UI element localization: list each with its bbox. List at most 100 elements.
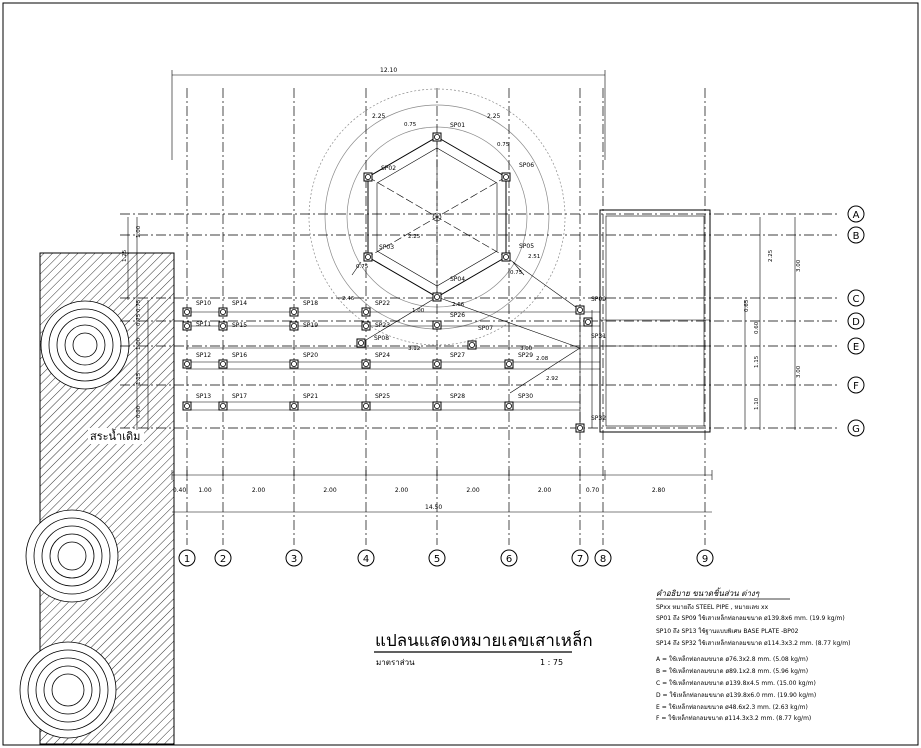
post-label: SP22 [375,300,390,307]
deck-beams [186,256,600,428]
post-label: SP07 [478,325,493,332]
post-label: SP05 [519,243,534,250]
title-block: แปลนแสดงหมายเลขเสาเหล็ก มาตราส่วน 1 : 75 [374,629,593,667]
legend-line: SPxx หมายถึง STEEL PIPE , หมายเลข xx [656,604,769,611]
post-label: SP23 [375,322,390,329]
dim-right: 0.65 [744,299,750,312]
post-label: SP12 [196,352,211,359]
grid-bubble [696,549,714,567]
grid-bubble [500,549,518,567]
grid-row-label: A [853,210,860,221]
dim-hex-diag: 3.12 [408,346,420,352]
post-sp13: SP13 [182,393,211,411]
existing-pool-wall: สระน้ำเดิม [19,252,175,745]
post-label: SP24 [375,352,390,359]
legend: คำอธิบาย ขนาดชิ้นส่วน ต่างๆ SPxx หมายถึง… [656,587,850,722]
post-sp12: SP12 [182,352,211,369]
post-sp18: SP18 [289,300,318,317]
post-sp20: SP20 [289,352,318,369]
legend-heading: คำอธิบาย ขนาดชิ้นส่วน ต่างๆ [656,587,760,598]
dim-span: 2.00 [538,487,552,494]
post-label: SP08 [374,335,389,342]
grid-row-label: B [853,231,860,242]
dim-right: 1.10 [754,397,760,410]
post-label: SP18 [303,300,318,307]
grid-bubble [594,549,612,567]
dim-span: 0.40 [173,487,187,494]
grid-col-label: 7 [577,554,583,565]
legend-line: F = ใช้เหล็กท่อกลมขนาด ø114.3x3.2 mm. (8… [656,713,811,722]
grid-bubble [847,205,865,223]
grid-bubble [847,337,865,355]
post-sp29: SP29 [504,352,533,369]
grid-col-label: 5 [434,554,440,565]
post-label: SP15 [232,322,247,329]
post-sp21: SP21 [289,393,318,411]
post-label: SP25 [375,393,390,400]
wall-label: สระน้ำเดิม [90,428,140,443]
grid-col-label: 8 [600,554,606,565]
grid-bubble [285,549,303,567]
post-label: SP20 [303,352,318,359]
post-label: SP21 [303,393,318,400]
post-sp10: SP10 [182,300,211,317]
dim-hex-diag: 2.46 [342,296,355,302]
grid-row-label: E [853,342,859,353]
dim-left: 0.75 [136,299,142,312]
post-label: SP10 [196,300,211,307]
post-label: SP26 [450,312,465,319]
legend-line: SP14 ถึง SP32 ใช้เสาเหล็กท่อกลมขนาด ø114… [656,638,850,647]
legend-line: C = ใช้เหล็กท่อกลมขนาด ø139.8x4.5 mm. (1… [656,678,816,687]
dim-hex-diag: 2.25 [408,234,421,240]
legend-line: D = ใช้เหล็กท่อกลมขนาด ø139.8x6.0 mm. (1… [656,690,816,699]
legend-line: A = ใช้เหล็กท่อกลมขนาด ø76.3x2.8 mm. (5.… [656,654,808,663]
post-sp19: SP19 [289,321,318,331]
post-sp27: SP27 [432,352,465,369]
dim-span: 2.00 [395,487,409,494]
post-sp01: SP01 [432,122,465,142]
grid-bubble [214,549,232,567]
dim-left: 1.15 [136,372,142,385]
dim-span: 0.70 [586,487,600,494]
grid-col-label: 3 [291,554,297,565]
post-sp24: SP24 [361,352,390,369]
legend-line: SP10 ถึง SP13 ใช้ฐานแบบพิเศษ BASE PLATE … [656,627,799,635]
dim-right: 3.00 [796,365,802,378]
grid-bubble [847,419,865,437]
post-sp02: SP02 [363,165,396,182]
dim-right: 2.25 [768,249,774,262]
grid-bubble [571,549,589,567]
post-sp05: SP05 [501,243,534,262]
dim-right: 0.60 [754,321,760,334]
post-sp16: SP16 [218,352,247,369]
post-sp03: SP03 [363,244,394,262]
post-sp30: SP30 [504,393,533,411]
grid-row-label: F [853,381,859,392]
grid-bubble [847,289,865,307]
post-label: SP28 [450,393,465,400]
post-sp25: SP25 [361,393,390,411]
post-label: SP19 [303,322,318,329]
post-sp11: SP11 [182,321,211,331]
dim-span: 1.00 [198,487,212,494]
dim-hex-diag: 2.08 [536,356,549,362]
post-sp04: SP04 [432,276,465,302]
post-sp31: SP31 [583,317,606,340]
grid-bubble [428,549,446,567]
post-label: SP11 [196,321,211,328]
post-sp32: SP32 [575,415,606,433]
grid-bubble [847,376,865,394]
dim-span: 2.80 [652,487,666,494]
post-label: SP06 [519,162,534,169]
grid-bubble [357,549,375,567]
grid-col-label: 2 [220,554,226,565]
dim-hex-diag: 2.51 [528,254,540,260]
dim-hex-offset: 0.75 [356,264,369,270]
post-label: SP09 [591,296,606,303]
grid-bubble [847,226,865,244]
